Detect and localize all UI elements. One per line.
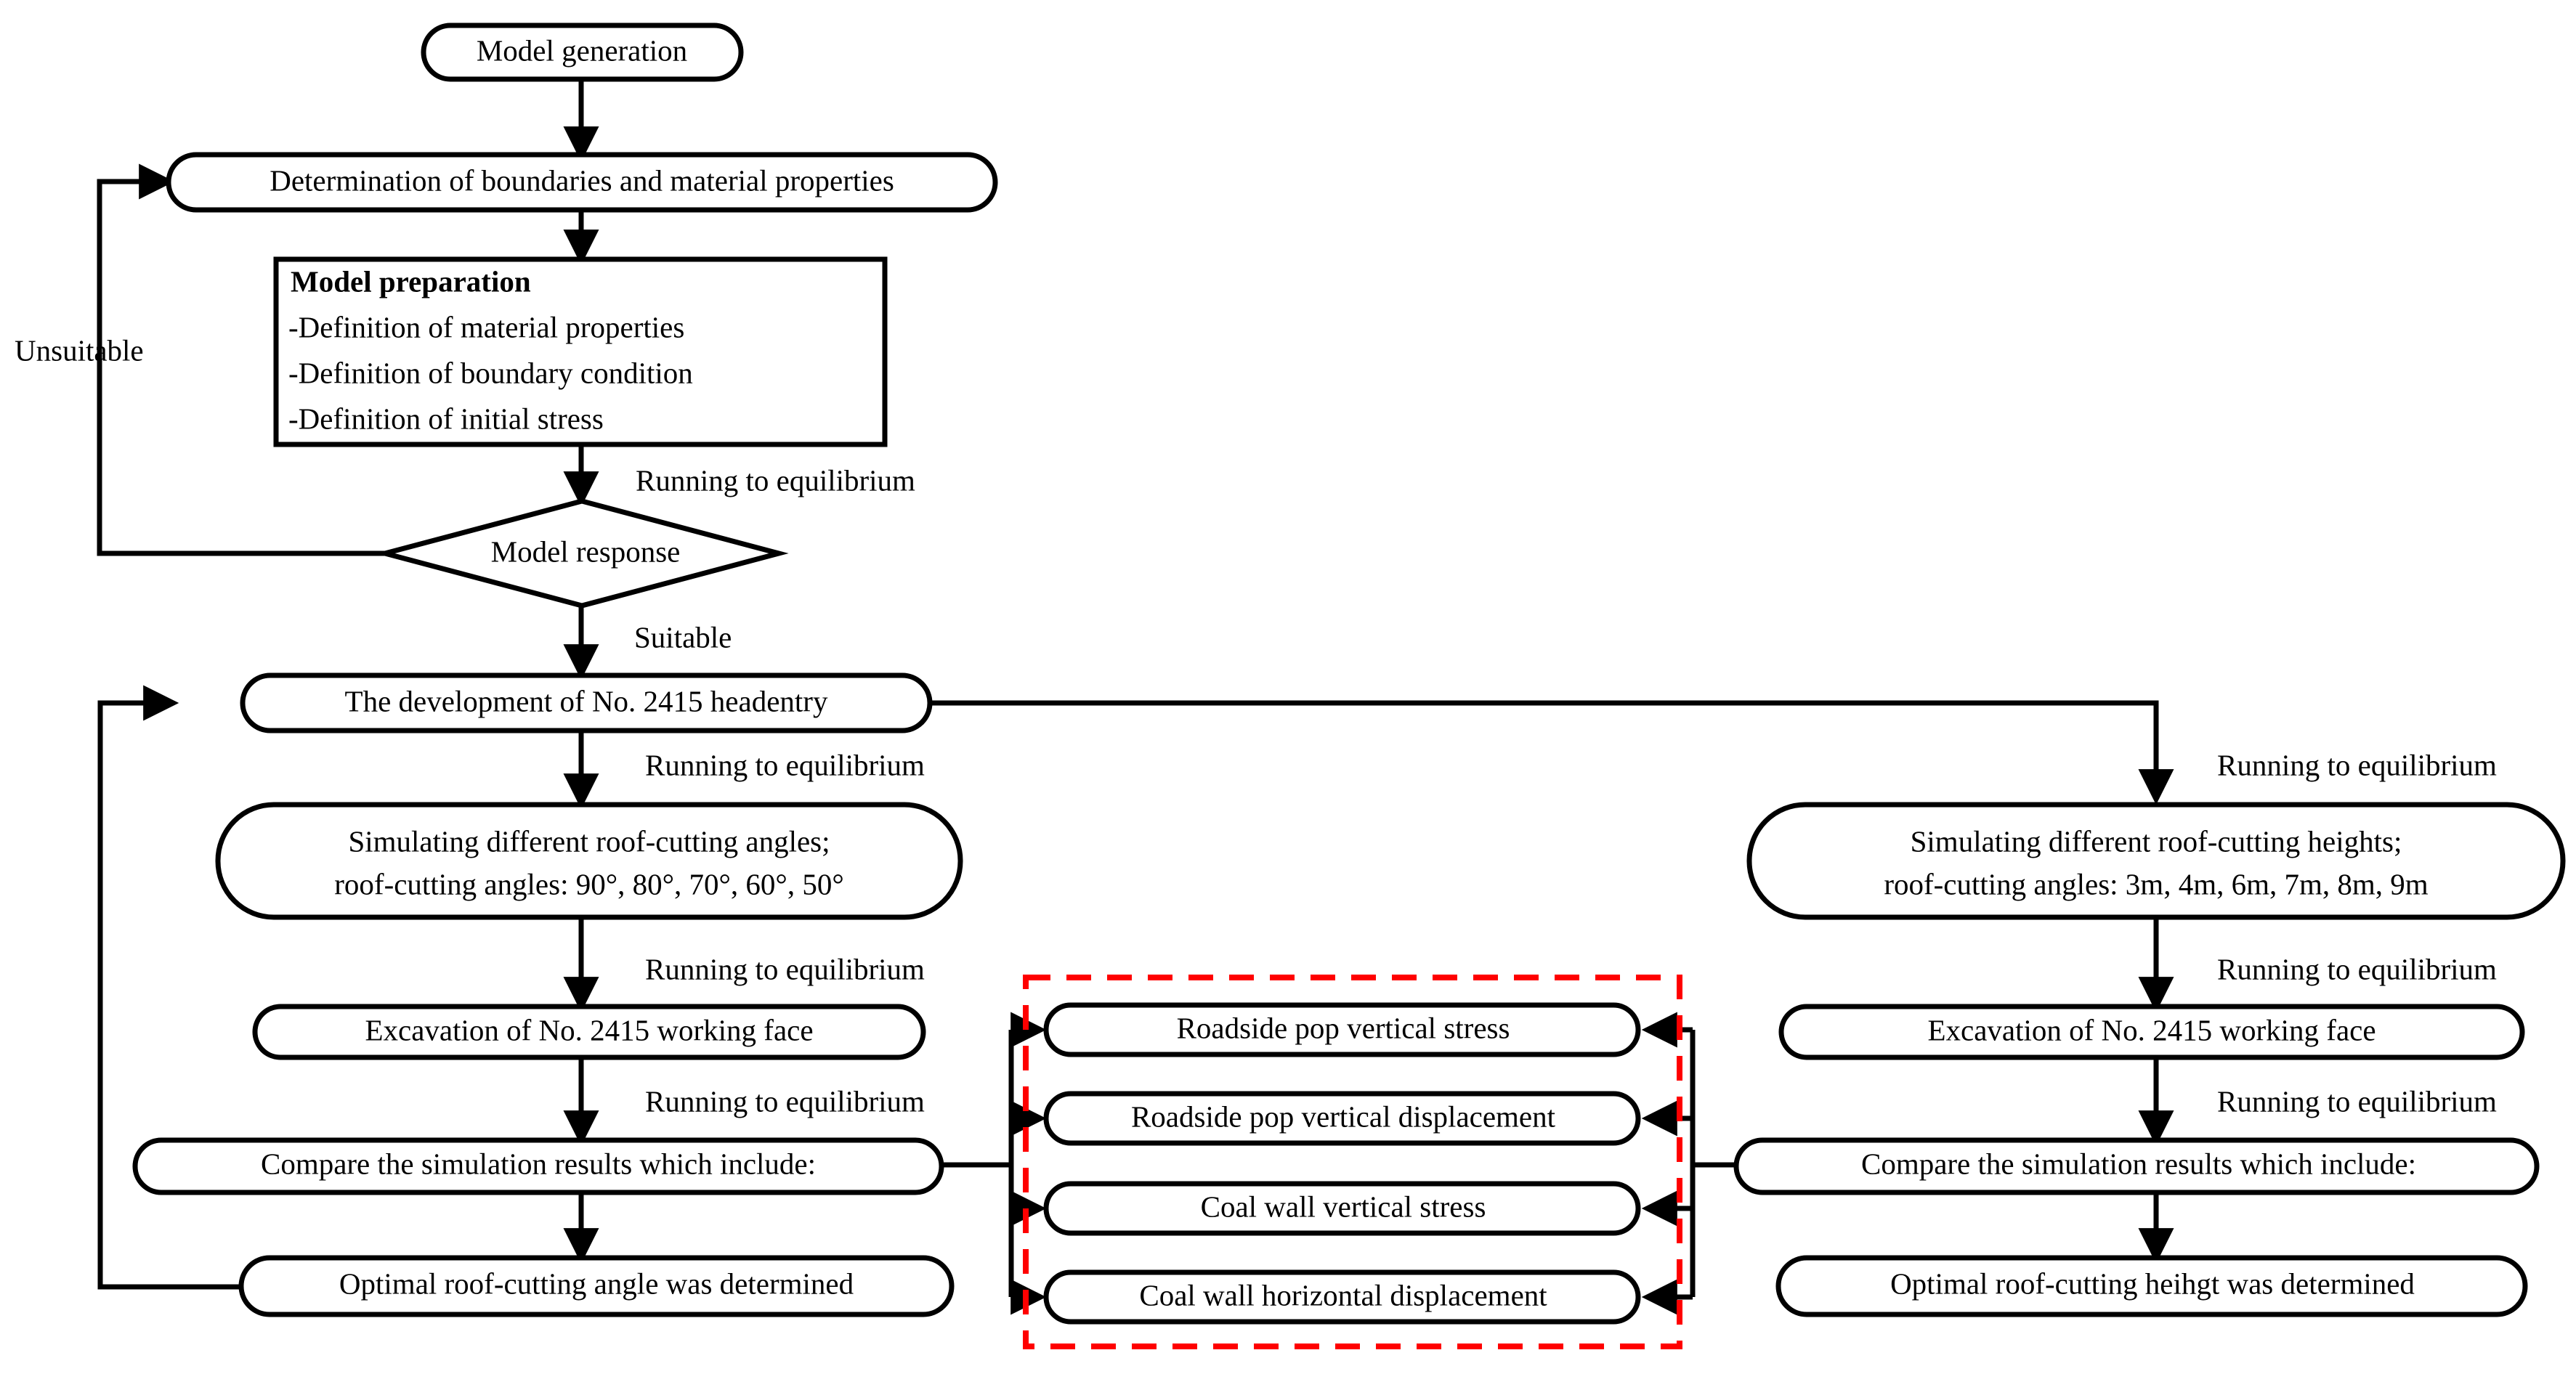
node-compare-left-label: Compare the simulation results which inc… <box>261 1147 816 1180</box>
node-model-preparation-item-3: -Definition of initial stress <box>288 402 604 435</box>
node-model-preparation-title: Model preparation <box>291 264 531 298</box>
node-excavation-left-label: Excavation of No. 2415 working face <box>365 1013 813 1046</box>
node-sim-angles-line-2: roof-cutting angles: 90°, 80°, 70°, 60°,… <box>334 867 843 901</box>
node-compare-right[interactable] <box>1733 1137 2540 1195</box>
node-excavation-left[interactable] <box>252 1004 926 1060</box>
edge-label-running-equilibrium-right-1: Running to equilibrium <box>2217 748 2497 781</box>
node-sim-heights-line-1: Simulating different roof-cutting height… <box>1911 824 2402 858</box>
edge-label-unsuitable: Unsuitable <box>15 333 144 367</box>
node-excavation-right-label: Excavation of No. 2415 working face <box>1927 1013 2375 1046</box>
edge-label-suitable: Suitable <box>634 620 732 654</box>
node-determination-label: Determination of boundaries and material… <box>270 163 894 197</box>
node-result-roadside-vertical-displacement[interactable] <box>1043 1091 1641 1146</box>
node-optimal-angle[interactable] <box>238 1255 955 1317</box>
node-determination[interactable] <box>166 152 998 213</box>
results-group-dashed-box <box>1023 975 1682 1349</box>
node-development[interactable] <box>240 672 933 733</box>
node-result-coal-wall-vertical-stress[interactable] <box>1043 1181 1641 1236</box>
node-model-generation[interactable] <box>421 23 744 82</box>
node-result-4-label: Coal wall horizontal displacement <box>1139 1278 1547 1312</box>
node-result-coal-wall-horizontal-displacement[interactable] <box>1043 1269 1641 1325</box>
node-result-3-label: Coal wall vertical stress <box>1201 1190 1486 1223</box>
node-model-preparation[interactable] <box>273 256 888 447</box>
node-sim-heights[interactable] <box>1746 802 2566 920</box>
node-compare-left[interactable] <box>132 1137 944 1195</box>
edge-optimal-angle-loop <box>97 685 241 1290</box>
edge-label-running-equilibrium-left-2: Running to equilibrium <box>645 952 925 985</box>
node-compare-right-label: Compare the simulation results which inc… <box>1861 1147 2416 1180</box>
node-excavation-right[interactable] <box>1778 1004 2525 1060</box>
node-model-generation-label: Model generation <box>477 33 687 67</box>
node-model-response[interactable] <box>375 498 789 609</box>
edge-unsuitable-loop <box>97 163 476 556</box>
edge-label-running-equilibrium-right-3: Running to equilibrium <box>2217 1084 2497 1118</box>
edge-development-to-right-branch <box>930 700 2174 805</box>
node-sim-angles[interactable] <box>215 802 963 920</box>
node-optimal-height-label: Optimal roof-cutting heihgt was determin… <box>1890 1267 2415 1300</box>
node-sim-heights-line-2: roof-cutting angles: 3m, 4m, 6m, 7m, 8m,… <box>1884 867 2428 901</box>
node-optimal-angle-label: Optimal roof-cutting angle was determine… <box>339 1267 854 1300</box>
node-result-roadside-vertical-stress[interactable] <box>1043 1002 1641 1057</box>
edge-label-running-equilibrium-right-2: Running to equilibrium <box>2217 952 2497 985</box>
node-model-response-label: Model response <box>491 534 681 568</box>
node-result-2-label: Roadside pop vertical displacement <box>1131 1099 1556 1133</box>
node-result-1-label: Roadside pop vertical stress <box>1177 1011 1510 1044</box>
edge-label-running-equilibrium-left-3: Running to equilibrium <box>645 1084 925 1118</box>
edge-label-running-equilibrium-prep: Running to equilibrium <box>636 463 915 497</box>
node-development-label: The development of No. 2415 headentry <box>345 684 828 718</box>
node-model-preparation-item-2: -Definition of boundary condition <box>288 356 693 389</box>
edge-label-running-equilibrium-left-1: Running to equilibrium <box>645 748 925 781</box>
node-optimal-height[interactable] <box>1775 1255 2528 1317</box>
node-model-preparation-item-1: -Definition of material properties <box>288 310 684 344</box>
node-sim-angles-line-1: Simulating different roof-cutting angles… <box>348 824 830 858</box>
